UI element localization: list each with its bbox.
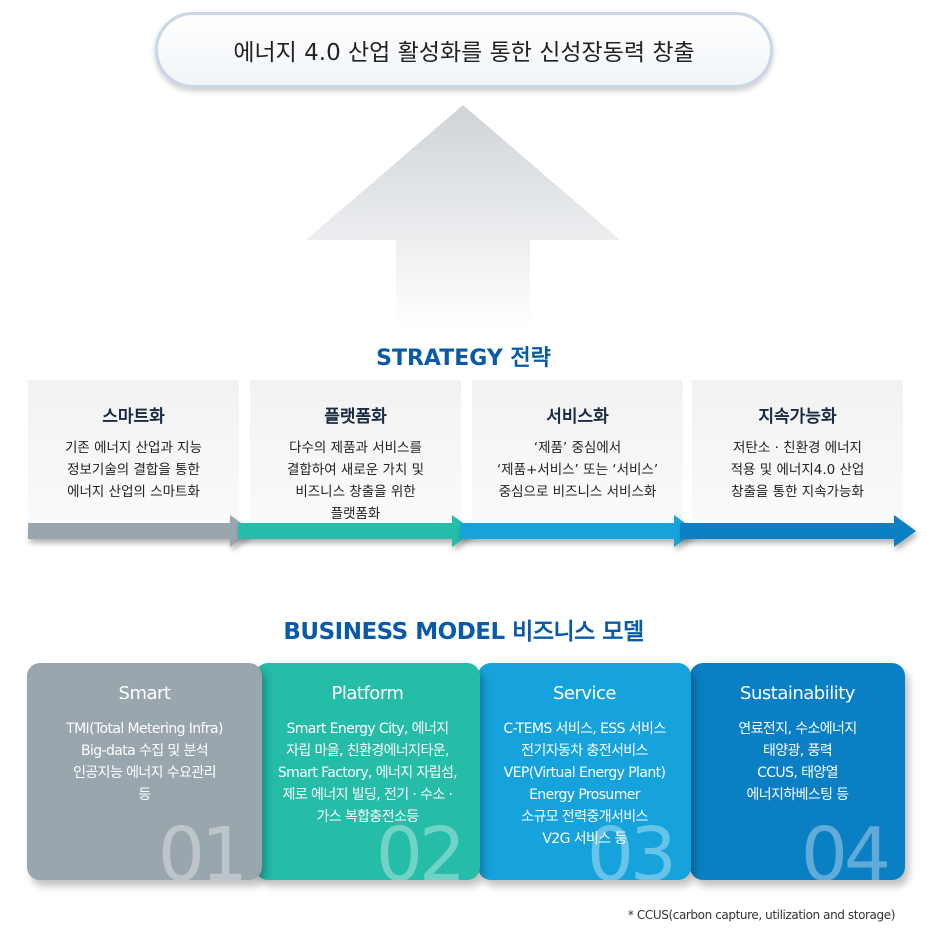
arrow-segment [680,515,916,547]
arrow-segment [28,515,252,547]
text-line: 창출을 통한 지속가능화 [731,484,864,500]
strategy-box-text: ‘제품’ 중심에서 ‘제품+서비스’ 또는 ‘서비스’ 중심으로 비즈니스 서비스화 [472,437,683,503]
text-line: 중심으로 비즈니스 서비스화 [498,484,657,500]
text-line: 자립 마을, 친환경에너지타운, [286,743,449,759]
business-card-title: Service [552,683,617,704]
text-line: ‘제품’ 중심에서 [533,440,622,456]
text-line: 제로 에너지 빌딩, 전기 · 수소 · [282,787,453,803]
card-number: 01 [157,812,248,880]
text-line: ‘제품+서비스’ 또는 ‘서비스’ [496,462,659,478]
business-card-text: TMI(Total Metering Infra) Big-data 수집 및 분… [27,718,262,806]
text-line: C-TEMS 서비스, ESS 서비스 [503,721,666,737]
goal-banner: 에너지 4.0 산업 활성화를 통한 신성장동력 창출 [155,12,773,88]
text-line: CCUS, 태양열 [757,765,838,781]
text-line: Energy Prosumer [529,787,640,803]
strategy-title: STRATEGY 전략 [376,346,551,371]
text-line: TMI(Total Metering Infra) [66,721,223,737]
text-line: Smart Energy City, 에너지 [286,721,449,737]
strategy-box-title: 지속가능화 [758,407,837,427]
text-line: 기존 에너지 산업과 지능 [64,440,203,456]
business-title: BUSINESS MODEL 비즈니스 모델 [283,619,644,645]
text-line: 가스 복합충전소등 [316,809,419,825]
card-number: 02 [375,812,466,880]
text-line: 연료전지, 수소에너지 [738,721,857,737]
goal-text: 에너지 4.0 산업 활성화를 통한 신성장동력 창출 [233,40,695,66]
text-line: 인공지능 에너지 수요관리 [73,765,216,781]
arrow-segment [238,515,474,547]
card-number: 03 [586,812,677,880]
business-card-title: Smart [118,683,171,704]
text-line: 플랫폼화 [330,506,381,522]
text-line: 비즈니스 창출을 위한 [295,484,416,500]
arrow-segment [460,515,696,547]
strategy-box-title: 스마트화 [102,407,165,427]
text-line: 에너지 산업의 스마트화 [67,484,200,500]
up-arrow-icon [306,105,620,328]
text-line: 등 [138,787,151,803]
footnote: * CCUS(carbon capture, utilization and s… [627,908,896,922]
text-line: 정보기술의 결합을 통한 [67,462,200,478]
business-card-title: Platform [331,683,404,704]
text-line: V2G 서비스 등 [542,831,627,847]
text-line: 전기자동차 충전서비스 [521,743,648,759]
text-line: Big-data 수집 및 분석 [80,743,209,759]
business-card-title: Sustainability [740,683,855,704]
text-line: 결합하여 새로운 가치 및 [286,462,425,478]
strategy-box-title: 플랫폼화 [324,407,387,427]
strategy-arrows [28,515,916,547]
text-line: VEP(Virtual Energy Plant) [503,765,666,781]
strategy-box-title: 서비스화 [546,407,609,427]
card-number: 04 [800,812,891,880]
text-line: 다수의 제품과 서비스를 [289,440,422,456]
text-line: 적용 및 에너지4.0 산업 [730,462,865,478]
text-line: 태양광, 풍력 [762,743,833,759]
text-line: 소규모 전력중개서비스 [521,809,648,825]
text-line: Smart Factory, 에너지 자립섬, [277,765,458,781]
text-line: 에너지하베스팅 등 [746,787,849,803]
text-line: 저탄소 · 친환경 에너지 [733,440,862,456]
strategy-box: 서비스화 ‘제품’ 중심에서 ‘제품+서비스’ 또는 ‘서비스’ 중심으로 비즈니스 … [472,380,683,520]
